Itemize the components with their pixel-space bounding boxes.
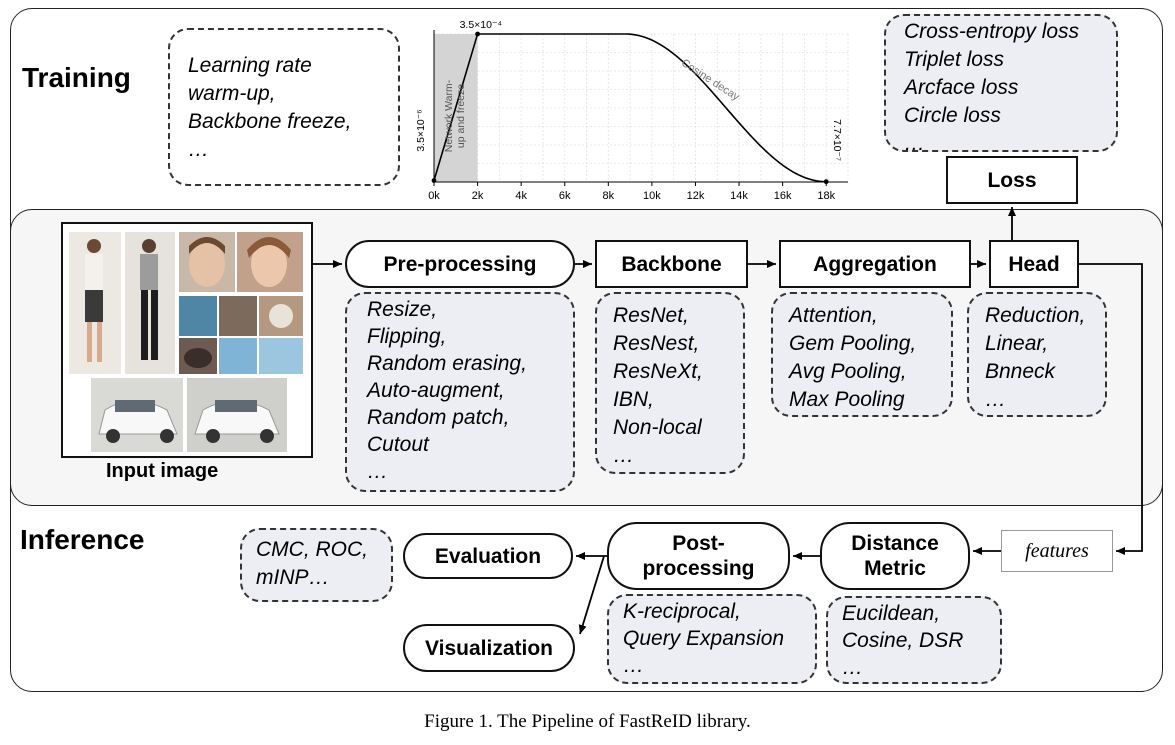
note-line: warm-up, [188, 82, 276, 105]
loss-item: Triplet loss [904, 48, 1004, 71]
postprocessing-label-line1: Post- [672, 532, 725, 555]
figure-caption: Figure 1. The Pipeline of FastReID libra… [424, 711, 751, 732]
option-item: Attention, [789, 304, 878, 327]
annotation-peak: 3.5×10⁻⁴ [460, 19, 502, 31]
evaluation-metrics-box: CMC, ROC, mINP… [240, 528, 393, 602]
option-item: Max Pooling [789, 388, 905, 411]
option-item: ResNeXt, [613, 360, 703, 383]
loss-item: Circle loss [904, 104, 1001, 127]
preprocessing-options-box: Resize, Flipping, Random erasing, Auto-a… [345, 292, 575, 492]
schedule-notes-box: Learning rate warm-up, Backbone freeze, … [168, 28, 400, 186]
backbone-node: Backbone [595, 240, 748, 288]
lr-point [475, 31, 480, 37]
option-item: Resize, [367, 298, 438, 321]
distance-options-box: Eucildean, Cosine, DSR … [826, 596, 1002, 684]
x-tick-label: 14k [730, 190, 748, 202]
x-tick-label: 2k [472, 190, 484, 202]
option-item: … [623, 654, 644, 677]
loss-item: Arcface loss [904, 76, 1019, 99]
x-tick-label: 18k [817, 190, 835, 202]
lr-point [431, 178, 437, 183]
option-item: K-reciprocal, [623, 600, 741, 623]
annotation-start: 3.5×10⁻⁶ [415, 109, 427, 151]
distance-label-line1: Distance [851, 532, 939, 555]
loss-item: … [904, 132, 925, 152]
inference-title: Inference [20, 524, 145, 555]
preprocessing-node: Pre-processing [345, 240, 575, 288]
features-box: features [1001, 530, 1113, 572]
annotation-end: 7.7×10⁻⁷ [831, 119, 843, 161]
evaluation-node: Evaluation [403, 533, 573, 579]
x-tick-label: 4k [515, 190, 527, 202]
note-line: Learning rate [188, 54, 312, 77]
option-item: Eucildean, [842, 602, 941, 625]
head-node: Head [989, 240, 1079, 288]
option-item: Query Expansion [623, 627, 785, 650]
annotation-cosine-decay: Cosine decay [679, 57, 742, 104]
x-tick-label: 10k [643, 190, 661, 202]
note-line: … [188, 138, 209, 161]
option-item: Avg Pooling, [789, 360, 907, 383]
option-item: Bnneck [985, 360, 1056, 383]
option-item: IBN, [613, 388, 654, 411]
postprocessing-node: Post- processing [607, 522, 790, 590]
aggregation-options-box: Attention, Gem Pooling, Avg Pooling, Max… [771, 292, 953, 417]
option-item: … [842, 656, 863, 679]
lr-point [823, 179, 829, 185]
x-tick-label: 8k [603, 190, 615, 202]
head-options-box: Reduction, Linear, Bnneck … [967, 292, 1107, 417]
loss-item: Cross-entropy loss [904, 20, 1080, 43]
option-item: … [367, 460, 388, 483]
input-image-label: Input image [106, 460, 219, 482]
collage-graphic [69, 232, 303, 452]
option-item: ResNet, [613, 304, 689, 327]
input-image-collage [61, 222, 313, 458]
x-tick-label: 0k [428, 190, 440, 202]
distance-label-line2: Metric [864, 557, 926, 580]
backbone-options-box: ResNet, ResNest, ResNeXt, IBN, Non-local… [595, 292, 745, 474]
option-item: Cosine, DSR [842, 629, 964, 652]
option-item: ResNest, [613, 332, 700, 355]
aggregation-node: Aggregation [779, 240, 971, 288]
x-tick-label: 6k [559, 190, 571, 202]
option-item: Non-local [613, 416, 702, 439]
loss-node: Loss [946, 156, 1078, 204]
option-item: Random patch, [367, 406, 510, 429]
annotation-warmup: Network Warm-up and freeze [443, 79, 467, 152]
option-item: Linear, [985, 332, 1049, 355]
option-item: Flipping, [367, 325, 447, 348]
training-title: Training [22, 62, 131, 93]
distance-metric-node: Distance Metric [820, 522, 970, 590]
metric-item: CMC, ROC, [256, 538, 368, 561]
option-item: Gem Pooling, [789, 332, 917, 355]
metric-item: mINP… [256, 566, 330, 589]
visualization-node: Visualization [403, 624, 575, 672]
option-item: … [985, 388, 1006, 411]
chart-grid [433, 33, 849, 183]
postprocessing-label-line2: processing [642, 557, 755, 580]
x-tick-label: 16k [774, 190, 792, 202]
lr-series-line [433, 33, 827, 183]
loss-list-box: Cross-entropy loss Triplet loss Arcface … [884, 14, 1118, 152]
option-item: Cutout [367, 433, 429, 456]
note-line: Backbone freeze, [188, 110, 352, 133]
option-item: … [613, 444, 634, 467]
x-tick-label: 12k [687, 190, 705, 202]
option-item: Reduction, [985, 304, 1086, 327]
lr-points [431, 31, 829, 185]
x-tick-group: 0k 2k 4k 6k 8k 10k 12k 14k 16k 18k [428, 182, 836, 202]
features-label: features [1025, 539, 1089, 562]
option-item: Auto-augment, [367, 379, 505, 402]
postprocessing-options-box: K-reciprocal, Query Expansion … [607, 594, 817, 684]
option-item: Random erasing, [367, 352, 527, 375]
learning-rate-chart: 0k 2k 4k 6k 8k 10k 12k 14k 16k 18k 3.5×10⁻⁴ 3.5×1… [415, 19, 849, 202]
